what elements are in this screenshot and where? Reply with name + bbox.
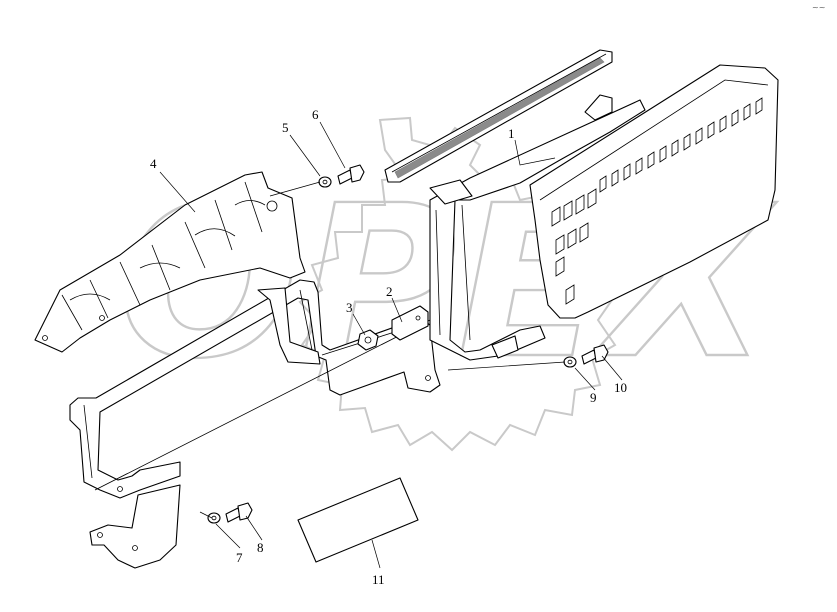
part-8-bolt (225, 502, 253, 523)
callout-labels: 1 2 3 4 5 6 7 8 9 10 11 (150, 107, 627, 587)
part-7-washer (207, 512, 221, 524)
part-3-nut (357, 329, 379, 351)
part-10-bolt (581, 344, 609, 365)
callout-8: 8 (257, 540, 264, 555)
part-5-washer (318, 176, 332, 188)
part-2-clip-bracket (391, 305, 429, 341)
callout-11: 11 (372, 572, 385, 587)
callout-1: 1 (508, 126, 515, 141)
callout-10: 10 (614, 380, 627, 395)
callout-6: 6 (312, 107, 319, 122)
ventilation-slots (551, 97, 763, 305)
callout-4: 4 (150, 156, 157, 171)
corner-mark: ~~ (812, 3, 825, 12)
callout-9: 9 (590, 390, 597, 405)
part-6-bolt (337, 164, 365, 185)
part-4-heat-shield (34, 171, 306, 353)
part-1-instrument-housing (384, 49, 779, 361)
callout-2: 2 (386, 284, 393, 299)
callout-3: 3 (346, 300, 353, 315)
callout-7: 7 (236, 550, 243, 565)
part-11-plate (297, 477, 419, 563)
callout-5: 5 (282, 120, 289, 135)
leader-lines (159, 121, 623, 569)
part-9-washer (563, 356, 577, 368)
